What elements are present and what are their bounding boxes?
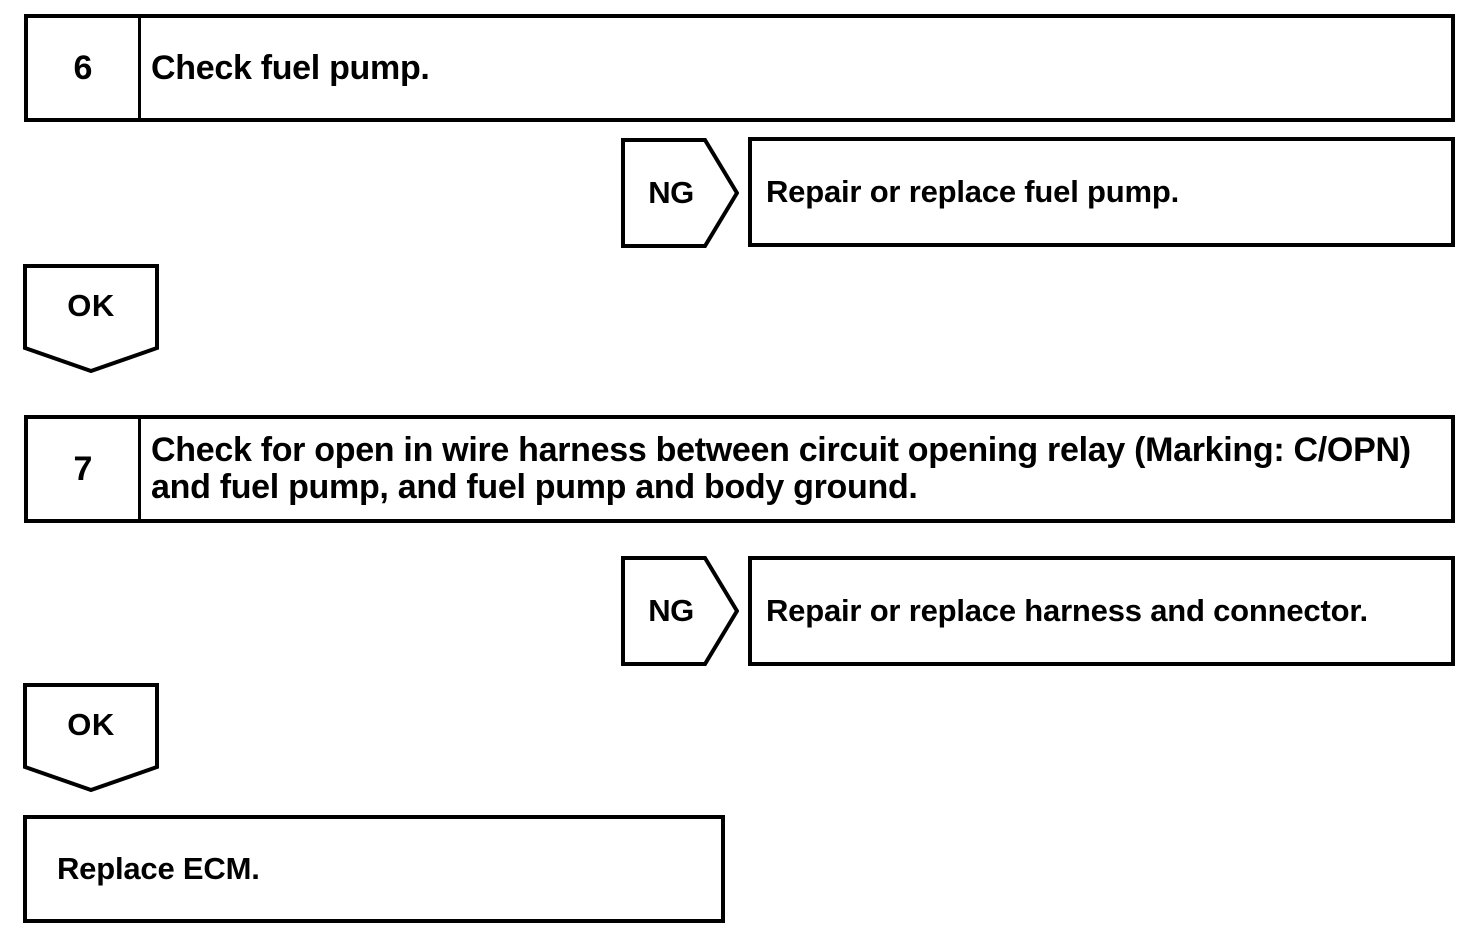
final-box: Replace ECM. bbox=[23, 815, 725, 923]
result-box-2: Repair or replace harness and connector. bbox=[748, 556, 1455, 666]
step-box-6: 6 Check fuel pump. bbox=[24, 14, 1455, 122]
step-text-7-wrap: Check for open in wire harness between c… bbox=[141, 419, 1451, 519]
ng-arrow-shape-icon bbox=[621, 138, 739, 248]
step-number-6: 6 bbox=[28, 18, 141, 118]
ng-arrow-shape-icon bbox=[621, 556, 739, 666]
step-box-7: 7 Check for open in wire harness between… bbox=[24, 415, 1455, 523]
ng-label-2: NG bbox=[648, 593, 694, 628]
ok-connector-2: OK bbox=[23, 683, 159, 792]
step-text-7-line2: and fuel pump, and fuel pump and body gr… bbox=[151, 468, 918, 506]
final-text: Replace ECM. bbox=[57, 851, 260, 886]
ng-connector-1: NG bbox=[621, 138, 739, 248]
ok-arrow-shape-icon bbox=[23, 683, 159, 792]
step-number-7: 7 bbox=[28, 419, 141, 519]
step-text-6-line1: Check fuel pump. bbox=[151, 48, 430, 87]
step-text-6-wrap: Check fuel pump. bbox=[141, 18, 1451, 118]
ng-connector-2: NG bbox=[621, 556, 739, 666]
ok-arrow-shape-icon bbox=[23, 264, 159, 373]
ok-connector-1: OK bbox=[23, 264, 159, 373]
result-text-2: Repair or replace harness and connector. bbox=[766, 593, 1368, 628]
ng-label-1: NG bbox=[648, 175, 694, 210]
step-text-7-line1: Check for open in wire harness between c… bbox=[151, 431, 1411, 469]
result-box-1: Repair or replace fuel pump. bbox=[748, 137, 1455, 247]
result-text-1: Repair or replace fuel pump. bbox=[766, 174, 1180, 209]
ok-label-1: OK bbox=[67, 288, 115, 323]
ok-label-2: OK bbox=[67, 707, 115, 742]
